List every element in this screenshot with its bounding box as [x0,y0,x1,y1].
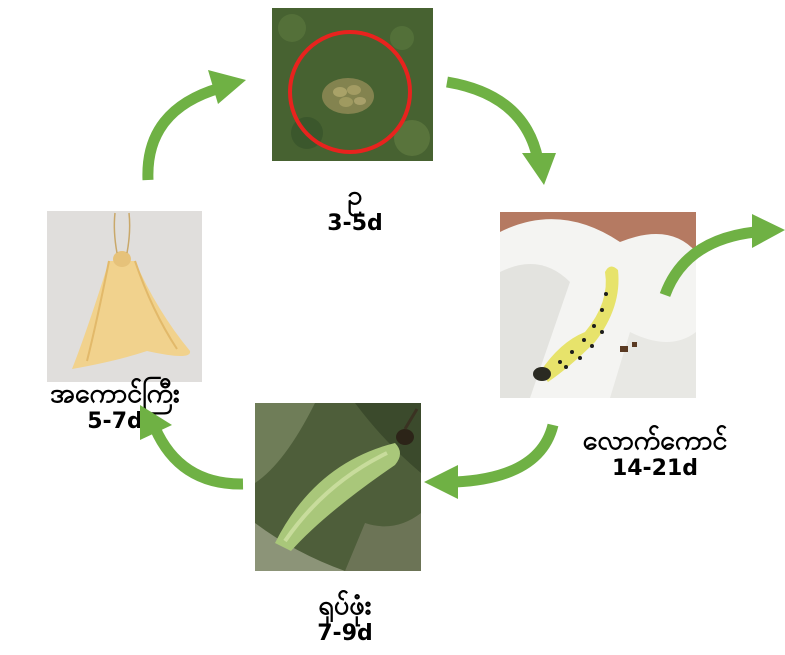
larva-exit-arrow [665,232,755,295]
adult-to-egg-arrowhead [208,70,246,104]
larva-to-pupa-arrow [455,425,553,482]
egg-to-larva-arrow [447,82,538,160]
larva-to-pupa-arrowhead [424,465,458,499]
larva-exit-arrowhead [752,214,785,248]
adult-to-egg-arrow [148,88,220,180]
egg-to-larva-arrowhead [522,153,556,185]
pupa-to-adult-arrow [155,428,243,484]
